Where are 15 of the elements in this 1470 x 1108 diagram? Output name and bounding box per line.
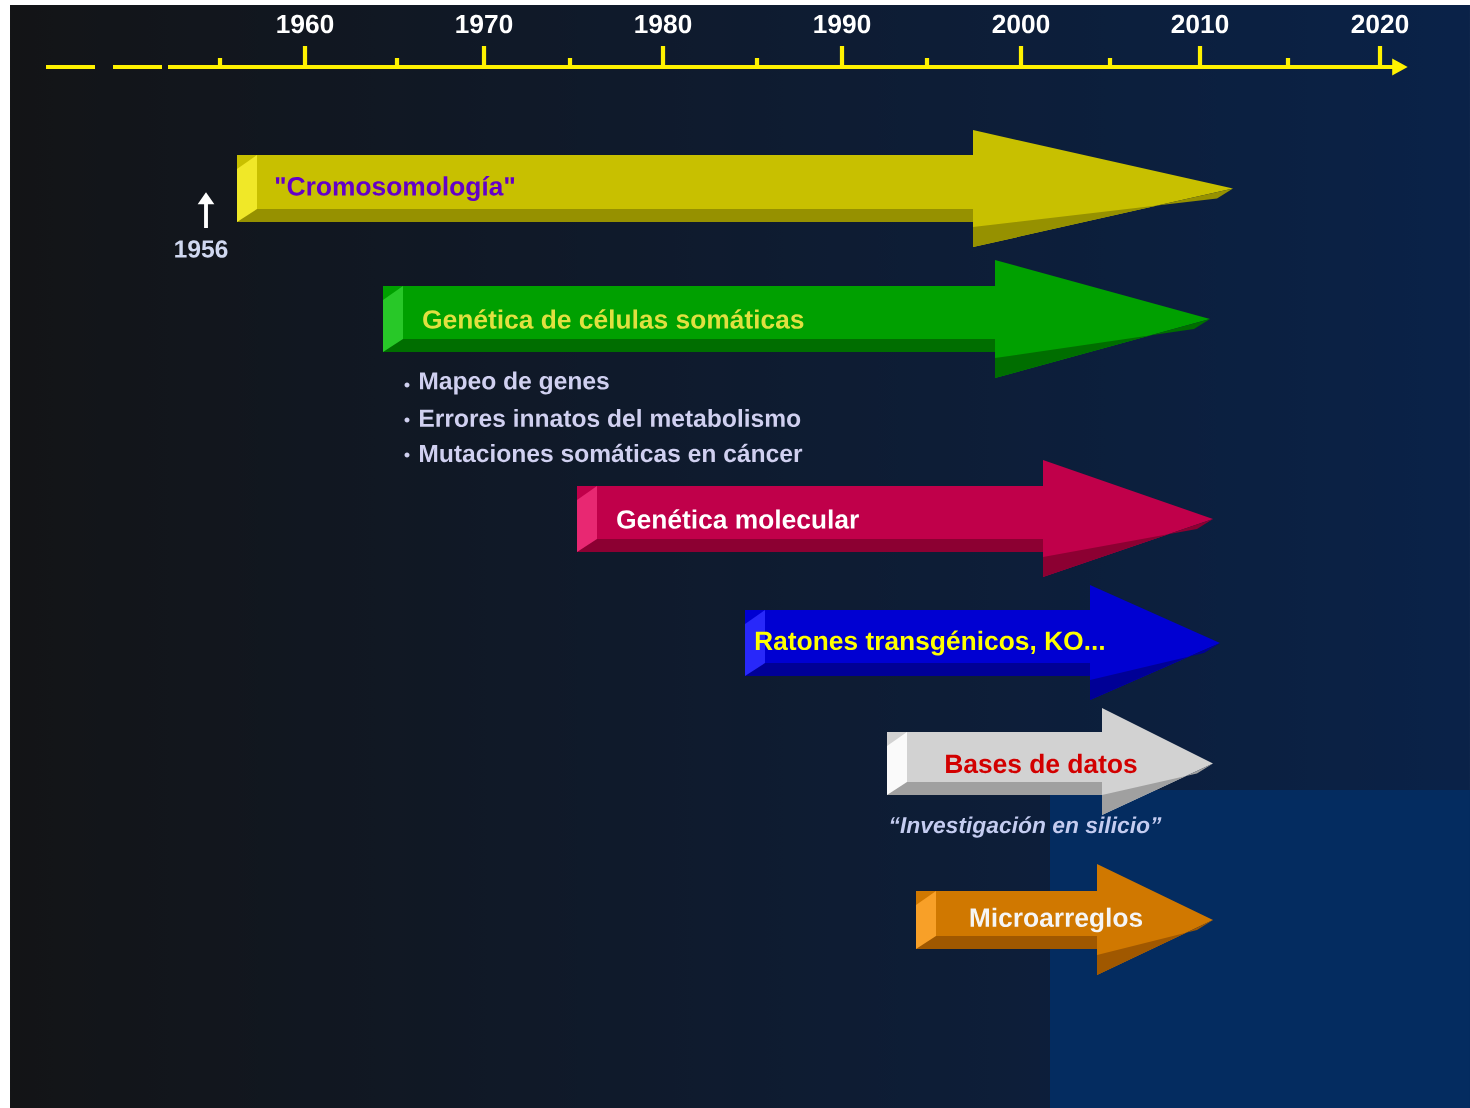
period-band: "Cromosomología" (237, 130, 1233, 247)
period-band: Microarreglos (916, 864, 1213, 975)
year-label: 2020 (1351, 14, 1409, 34)
year-label: 1980 (635, 14, 692, 34)
year-label: 1990 (814, 14, 871, 34)
period-band: Ratones transgénicos, KO... (745, 585, 1220, 700)
year-label: 2000 (992, 14, 1050, 34)
year-label: 1956 (175, 240, 228, 258)
bullet-item: Errores innatos del metabolismo (404, 408, 801, 428)
period-band: Bases de datos (887, 708, 1213, 815)
year-label: 1970 (456, 14, 513, 34)
year-label: 1960 (277, 14, 334, 34)
bullet-item: Mutaciones somáticas en cáncer (404, 443, 803, 463)
year-label: 2010 (1171, 14, 1229, 34)
note-text: “Investigación en silicio” (890, 816, 1162, 838)
